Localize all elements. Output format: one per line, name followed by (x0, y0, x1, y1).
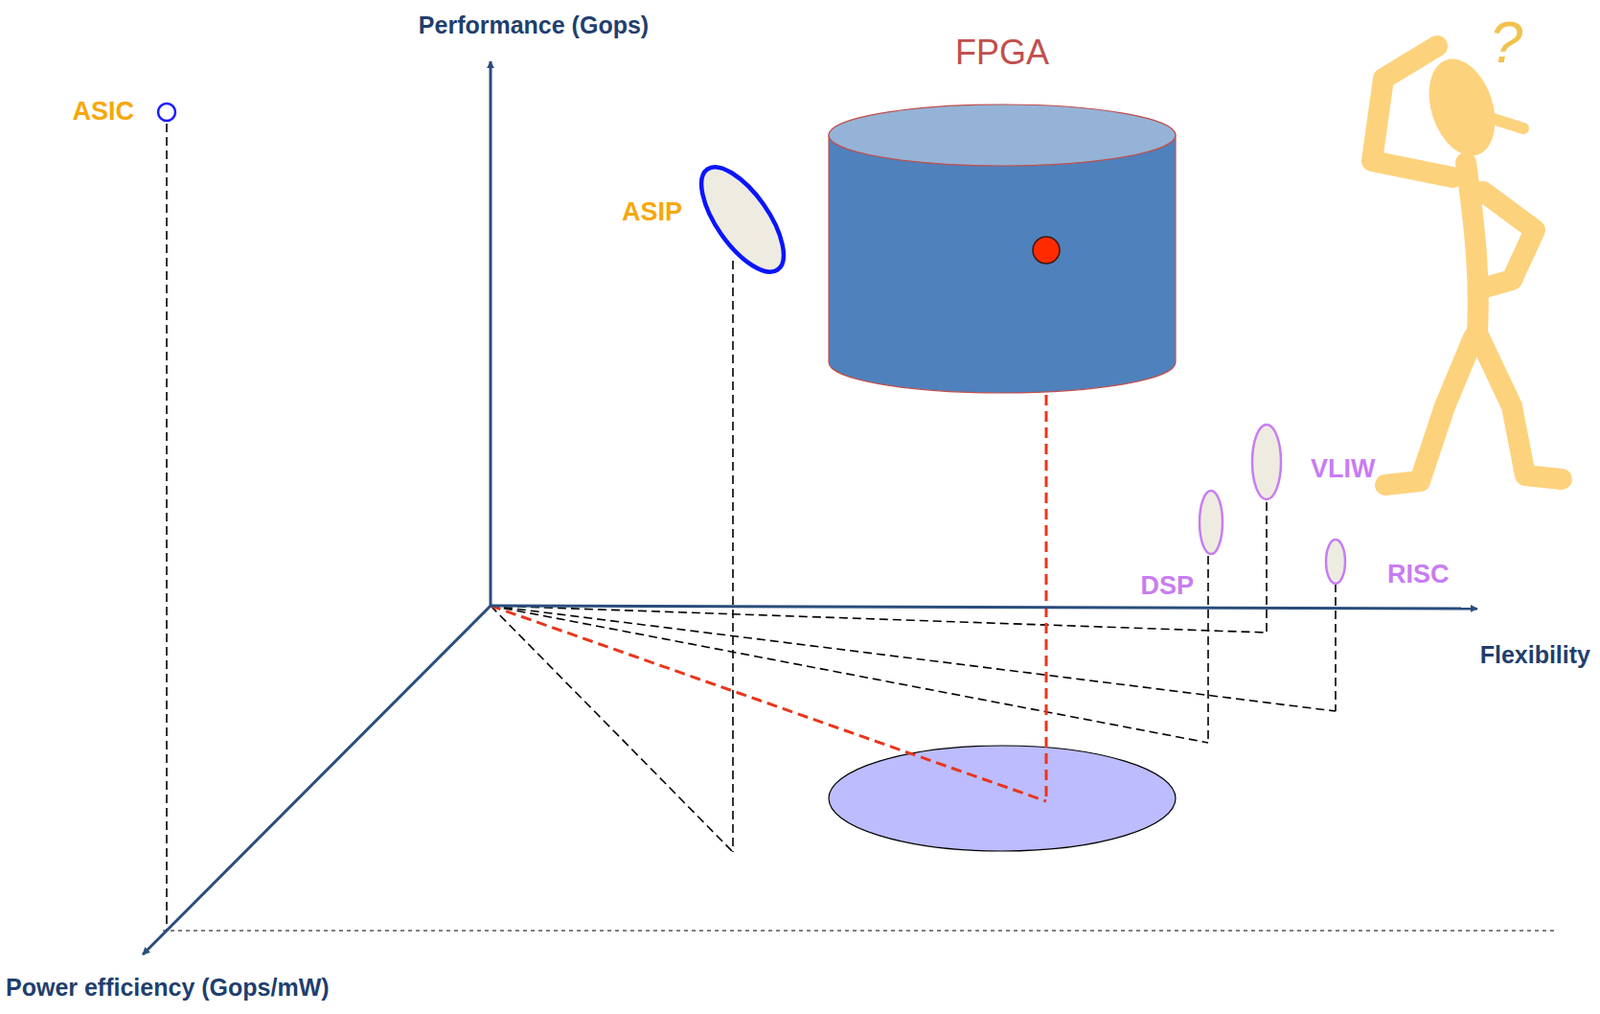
axes (142, 61, 1478, 955)
node-outline (689, 167, 796, 274)
risc-ellipse: RISC (1325, 538, 1347, 585)
axis-label: Flexibility (1480, 641, 1591, 669)
node-outline (828, 104, 1176, 393)
axis-label: Performance (Gops) (418, 12, 649, 40)
dsp-ellipse: DSP (1198, 489, 1224, 555)
node-label: ASIC (71, 97, 135, 127)
fpga-cylinder: FPGA (828, 104, 1176, 393)
node-outline (157, 102, 177, 122)
projection-lines (162, 123, 1556, 931)
axis-label: Power efficiency (Gops/mW) (5, 974, 330, 1002)
fpga-floor-ellipse (828, 745, 1176, 851)
node-outline (1251, 423, 1282, 501)
puzzled-figure (1371, 45, 1562, 485)
node-label: ASIP (621, 198, 683, 228)
node-outline (1198, 489, 1224, 555)
vliw-ellipse: VLIW (1251, 423, 1282, 501)
node-label: VLIW (1310, 455, 1376, 484)
question-mark: ? (1489, 9, 1523, 75)
node-label: FPGA (955, 33, 1050, 72)
node-label: RISC (1387, 560, 1450, 590)
node-outline (1325, 538, 1347, 585)
asip-ellipse: ASIP (689, 167, 796, 274)
node-label: DSP (1140, 571, 1194, 601)
asic-marker: ASIC (157, 102, 177, 122)
